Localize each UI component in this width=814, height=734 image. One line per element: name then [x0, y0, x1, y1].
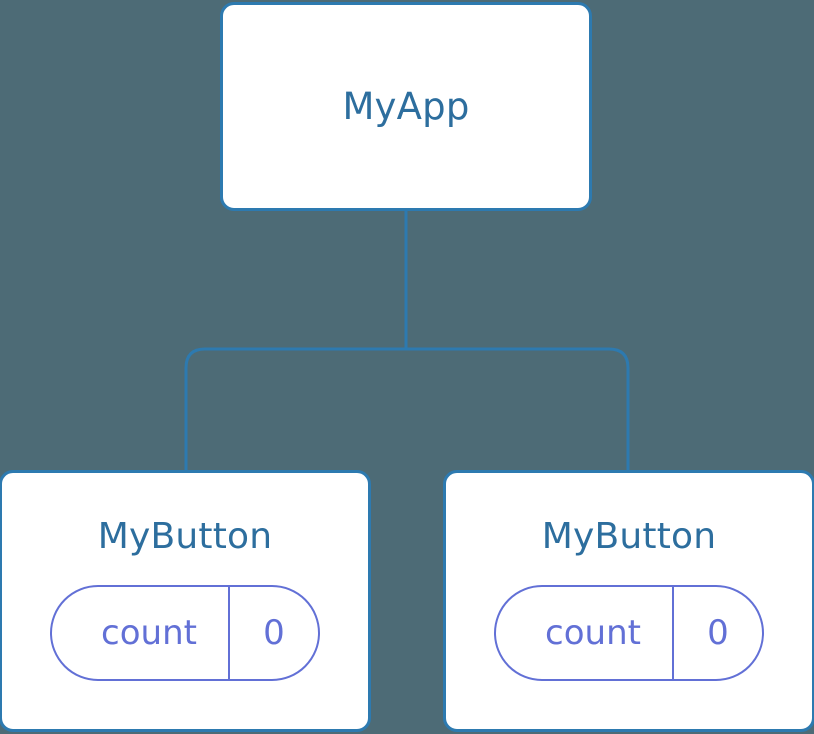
- node-mybutton-0[interactable]: MyButton count 0: [0, 470, 371, 732]
- node-mybutton-1[interactable]: MyButton count 0: [443, 470, 814, 732]
- node-title: MyButton: [97, 516, 273, 557]
- connector-child-bus: [184, 347, 630, 470]
- state-key-label: count: [545, 613, 641, 653]
- state-key-label: count: [101, 613, 197, 653]
- state-value: 0: [672, 587, 762, 679]
- state-pill[interactable]: count 0: [494, 585, 764, 681]
- node-myapp[interactable]: MyApp: [220, 2, 592, 211]
- state-value: 0: [228, 587, 318, 679]
- node-title: MyApp: [342, 85, 470, 128]
- node-title: MyButton: [541, 516, 717, 557]
- state-pill[interactable]: count 0: [50, 585, 320, 681]
